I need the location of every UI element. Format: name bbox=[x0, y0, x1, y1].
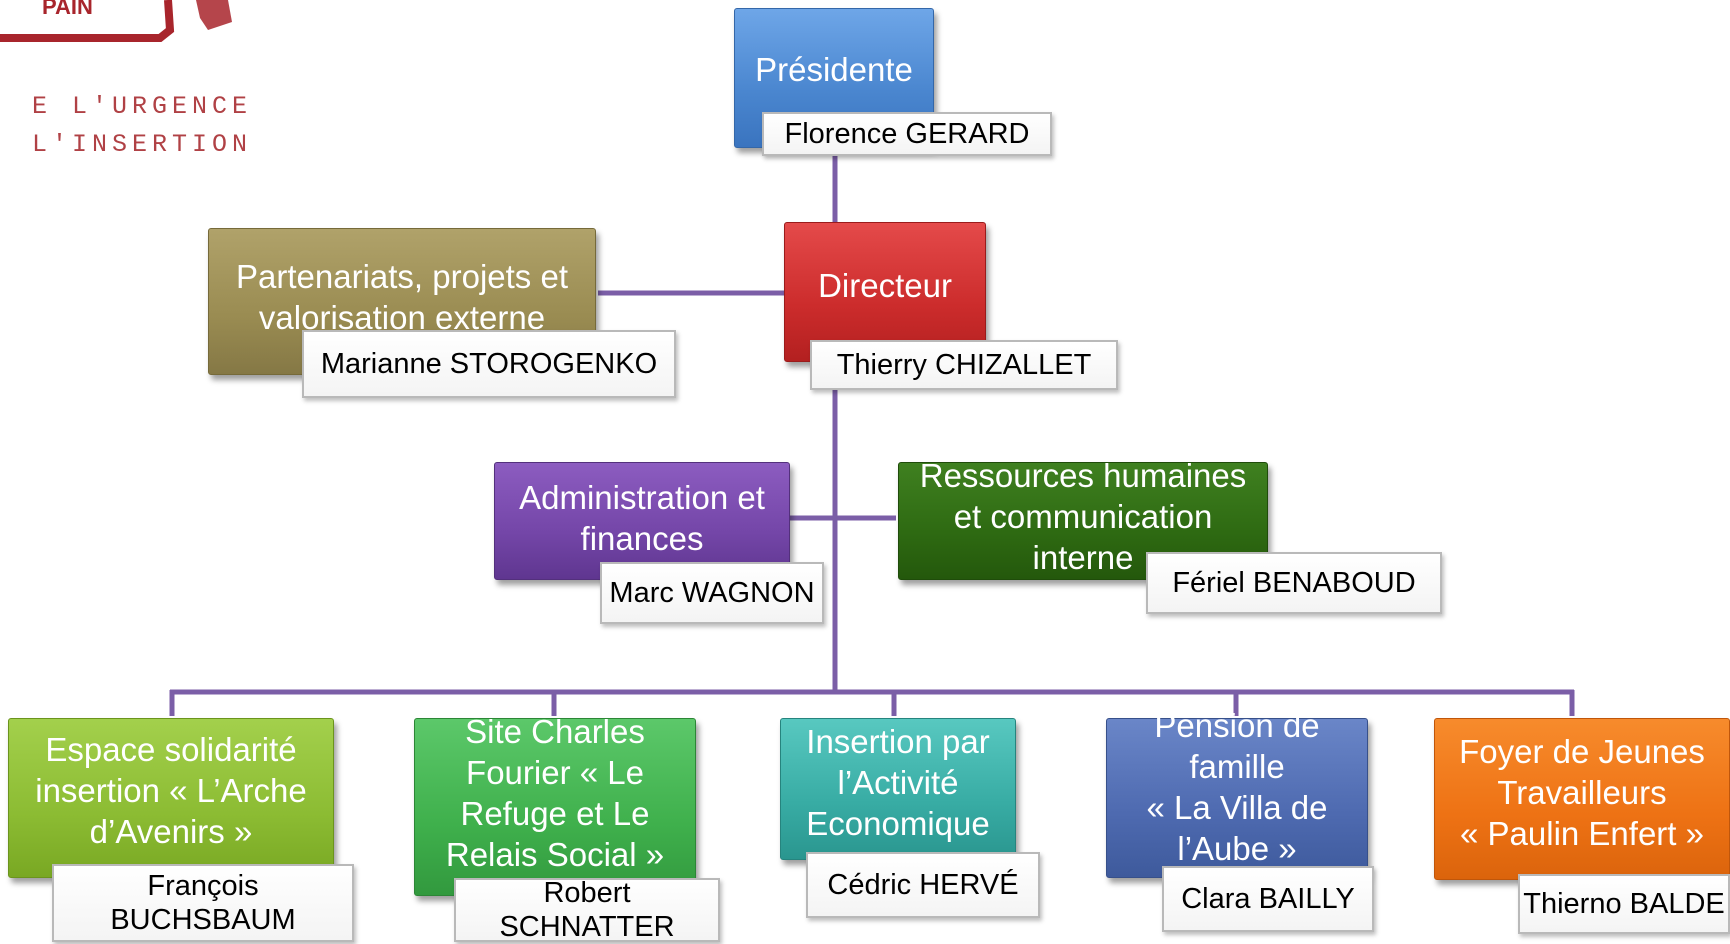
node-site-2-title: Site Charles Fourier « Le Refuge et Le R… bbox=[445, 713, 665, 873]
node-site-4: Pension de famille « La Villa de l’Aube … bbox=[1106, 707, 1368, 878]
name-hr: Fériel BENABOUD bbox=[1146, 552, 1442, 614]
node-site-1-title: Espace solidarité insertion « L’Arche d’… bbox=[35, 731, 307, 850]
node-partnerships-title: Partenariats, projets et valorisation ex… bbox=[236, 258, 568, 336]
node-site-2: Site Charles Fourier « Le Refuge et Le R… bbox=[414, 713, 696, 896]
node-administration-title: Administration et finances bbox=[519, 479, 765, 557]
node-hr-title: Ressources humaines et communication int… bbox=[919, 457, 1247, 576]
name-partnerships: Marianne STOROGENKO bbox=[302, 330, 676, 398]
name-site-3: Cédric HERVÉ bbox=[806, 852, 1040, 918]
logo-word: PAIN bbox=[42, 0, 93, 19]
logo-stamp-icon: PAIN bbox=[0, 0, 232, 42]
node-site-1: Espace solidarité insertion « L’Arche d’… bbox=[8, 718, 334, 878]
name-site-2: Robert SCHNATTER bbox=[454, 877, 720, 943]
logo-line-2: L'INSERTION bbox=[11, 130, 252, 159]
node-site-5-title: Foyer de Jeunes Travailleurs « Paulin En… bbox=[1459, 733, 1705, 852]
node-site-3: Insertion par l’Activité Economique bbox=[780, 718, 1016, 860]
name-administration: Marc WAGNON bbox=[600, 562, 824, 624]
name-site-4: Clara BAILLY bbox=[1162, 866, 1374, 932]
node-site-4-title: Pension de famille « La Villa de l’Aube … bbox=[1146, 707, 1328, 867]
organization-logo: PAIN E L'URGENCE L'INSERTION bbox=[0, 0, 260, 160]
logo-line-1: E L'URGENCE bbox=[31, 92, 252, 121]
node-president-title: Présidente bbox=[755, 51, 913, 88]
name-director: Thierry CHIZALLET bbox=[810, 340, 1118, 390]
node-director-title: Directeur bbox=[818, 267, 952, 304]
logo-tagline: E L'URGENCE L'INSERTION bbox=[0, 88, 252, 164]
node-site-3-title: Insertion par l’Activité Economique bbox=[806, 723, 990, 842]
node-administration: Administration et finances bbox=[494, 462, 790, 580]
node-director: Directeur bbox=[784, 222, 986, 362]
name-president: Florence GERARD bbox=[762, 112, 1052, 156]
name-site-5: Thierno BALDE bbox=[1518, 874, 1730, 934]
name-site-1: François BUCHSBAUM bbox=[52, 864, 354, 942]
node-site-5: Foyer de Jeunes Travailleurs « Paulin En… bbox=[1434, 718, 1730, 880]
